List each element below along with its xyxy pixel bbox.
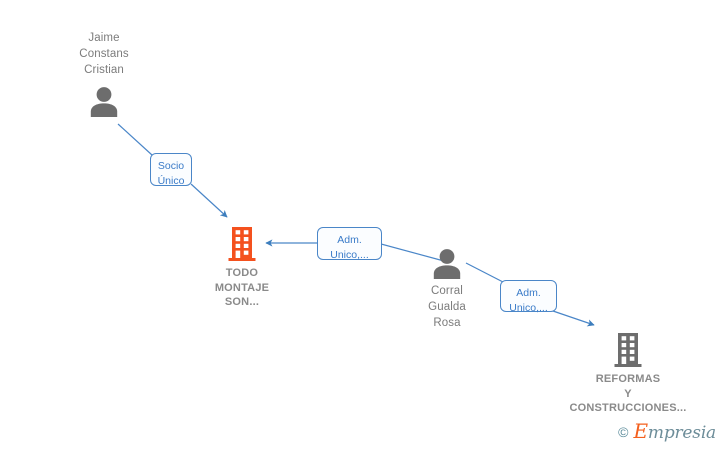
empresia-watermark: © Empresia [618, 421, 716, 442]
relation-label-adm-unico-2[interactable]: Adm. Unico,... [500, 280, 557, 314]
brand-rest: mpresia [647, 423, 716, 443]
relation-label-socio-unico[interactable]: Socio Único [150, 153, 192, 187]
node-person-jaime[interactable]: Jaime Constans Cristian [39, 30, 169, 118]
copyright-icon: © [618, 423, 629, 440]
brand-initial: E [633, 419, 649, 443]
node-caption: TODO MONTAJE SON... [214, 267, 270, 308]
node-company-reformas[interactable]: REFORMAS Y CONSTRUCCIONES... [528, 332, 728, 416]
edge-jaime-to-socio [117, 123, 153, 156]
node-person-corral[interactable]: Corral Gualda Rosa [382, 246, 512, 331]
person-icon [382, 246, 512, 280]
brand-wordmark: Empresia [634, 421, 717, 442]
relation-label-adm-unico-1[interactable]: Adm. Unico,... [317, 227, 382, 261]
node-caption: REFORMAS Y CONSTRUCCIONES... [569, 373, 687, 414]
edge-adm2-to-reformas [552, 310, 595, 327]
node-caption: Corral Gualda Rosa [428, 285, 466, 329]
edge-socio-to-todo [190, 183, 228, 218]
node-caption: Jaime Constans Cristian [79, 32, 129, 76]
person-icon [39, 84, 169, 118]
node-company-todo-montaje[interactable]: TODO MONTAJE SON... [177, 226, 307, 310]
building-icon [177, 226, 307, 262]
building-icon [528, 332, 728, 368]
